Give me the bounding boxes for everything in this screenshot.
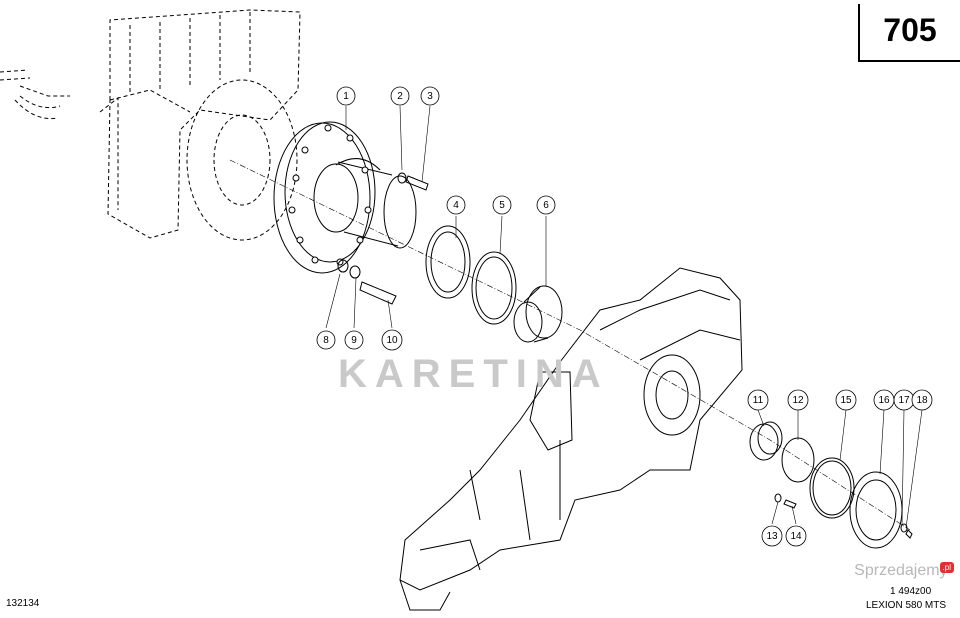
- cover-plate-12: [781, 437, 815, 483]
- svg-text:1: 1: [343, 91, 349, 102]
- callout-17: 17: [893, 389, 915, 411]
- svg-text:15: 15: [840, 395, 852, 406]
- callout-16: 16: [873, 389, 895, 411]
- callout-15: 15: [835, 389, 857, 411]
- drawing-id: 132134: [6, 598, 40, 609]
- bolt-washer-13-14: [774, 493, 797, 509]
- ring-5: [471, 251, 517, 325]
- bolt-washer-2-3: [397, 172, 429, 191]
- svg-text:9: 9: [351, 335, 357, 346]
- svg-text:13: 13: [766, 531, 778, 542]
- site-watermark: Sprzedajemy.pl: [854, 562, 954, 580]
- callout-4: 4: [446, 195, 466, 215]
- svg-text:11: 11: [753, 395, 764, 406]
- callout-8: 8: [316, 330, 336, 350]
- karetina-watermark: KARETINA: [338, 352, 609, 396]
- callout-14: 14: [785, 525, 807, 547]
- callout-6: 6: [536, 195, 556, 215]
- callout-9: 9: [344, 330, 364, 350]
- frame-mount-ghost: [0, 9, 301, 241]
- seal-4: [425, 225, 471, 299]
- svg-text:8: 8: [323, 335, 329, 346]
- callout-12: 12: [787, 389, 809, 411]
- callout-5: 5: [492, 195, 512, 215]
- callout-3: 3: [420, 86, 440, 106]
- site-watermark-text: Sprzedajemy: [854, 562, 948, 579]
- page-number: 705: [883, 12, 937, 48]
- svg-text:12: 12: [792, 395, 804, 406]
- svg-text:10: 10: [386, 335, 398, 346]
- callout-1: 1: [336, 86, 356, 106]
- model-name: LEXION 580 MTS: [866, 600, 947, 611]
- callout-13: 13: [761, 525, 783, 547]
- callout-18: 18: [911, 389, 933, 411]
- svg-text:3: 3: [427, 91, 433, 102]
- svg-text:18: 18: [916, 395, 928, 406]
- spindle-flange: [273, 121, 417, 274]
- svg-text:5: 5: [499, 200, 505, 211]
- o-ring-15: [809, 457, 855, 519]
- svg-text:16: 16: [878, 395, 890, 406]
- cover-16: [849, 471, 903, 549]
- callout-10: 10: [381, 329, 403, 351]
- site-badge: .pl: [939, 562, 954, 573]
- reference-code: 1 494z00: [890, 586, 932, 597]
- nut-washer-8-9-10: [337, 259, 397, 305]
- svg-text:4: 4: [453, 200, 459, 211]
- svg-text:2: 2: [397, 91, 403, 102]
- callout-11: 11: [747, 389, 769, 411]
- callout-2: 2: [390, 86, 410, 106]
- svg-text:14: 14: [790, 531, 802, 542]
- page-number-box: 705: [858, 4, 960, 62]
- axle-arm-casting: [399, 267, 743, 611]
- sleeve-6: [513, 285, 563, 343]
- svg-text:17: 17: [898, 395, 910, 406]
- ring-11: [749, 423, 779, 461]
- svg-text:6: 6: [543, 200, 549, 211]
